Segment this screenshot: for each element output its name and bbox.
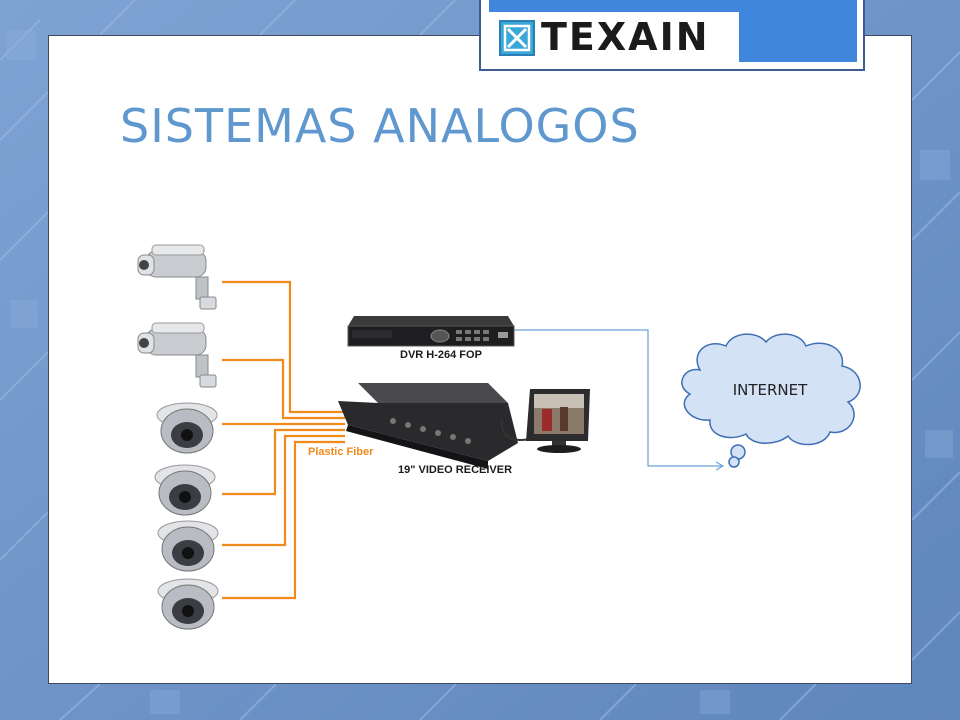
logo-brand-text: TEXAIN	[541, 15, 710, 59]
dvr-label: DVR H-264 FOP	[400, 349, 482, 361]
logo-banner: TEXAIN	[489, 0, 857, 62]
bullet-camera-icon	[137, 322, 217, 388]
dome-camera-icon	[154, 464, 216, 516]
fiber-line-cam1	[222, 280, 345, 414]
internet-cloud-icon	[681, 333, 861, 468]
dome-camera-icon	[157, 520, 219, 572]
page-title: SISTEMAS ANALOGOS	[120, 99, 640, 153]
x-box-icon	[499, 20, 535, 56]
bullet-camera-icon	[137, 244, 217, 310]
fiber-line-cam4	[222, 428, 345, 496]
link-arrowhead	[715, 461, 725, 471]
dvr-device-icon	[347, 316, 515, 347]
fiber-line-cam5	[222, 434, 345, 547]
plastic-fiber-label: Plastic Fiber	[308, 446, 374, 458]
dome-camera-icon	[157, 578, 219, 630]
logo-frame: TEXAIN	[479, 0, 865, 71]
fiber-line-cam2	[222, 358, 345, 420]
video-receiver-label: 19" VIDEO RECEIVER	[398, 464, 513, 476]
internet-label: INTERNET	[732, 381, 808, 399]
fiber-lines	[222, 280, 345, 600]
monitor-icon	[526, 389, 590, 453]
dvr-internet-link	[510, 329, 722, 467]
fiber-line-cam6	[222, 440, 345, 600]
video-receiver-icon	[338, 383, 518, 469]
dome-camera-icon	[156, 402, 218, 454]
logo-badge: TEXAIN	[489, 12, 739, 62]
